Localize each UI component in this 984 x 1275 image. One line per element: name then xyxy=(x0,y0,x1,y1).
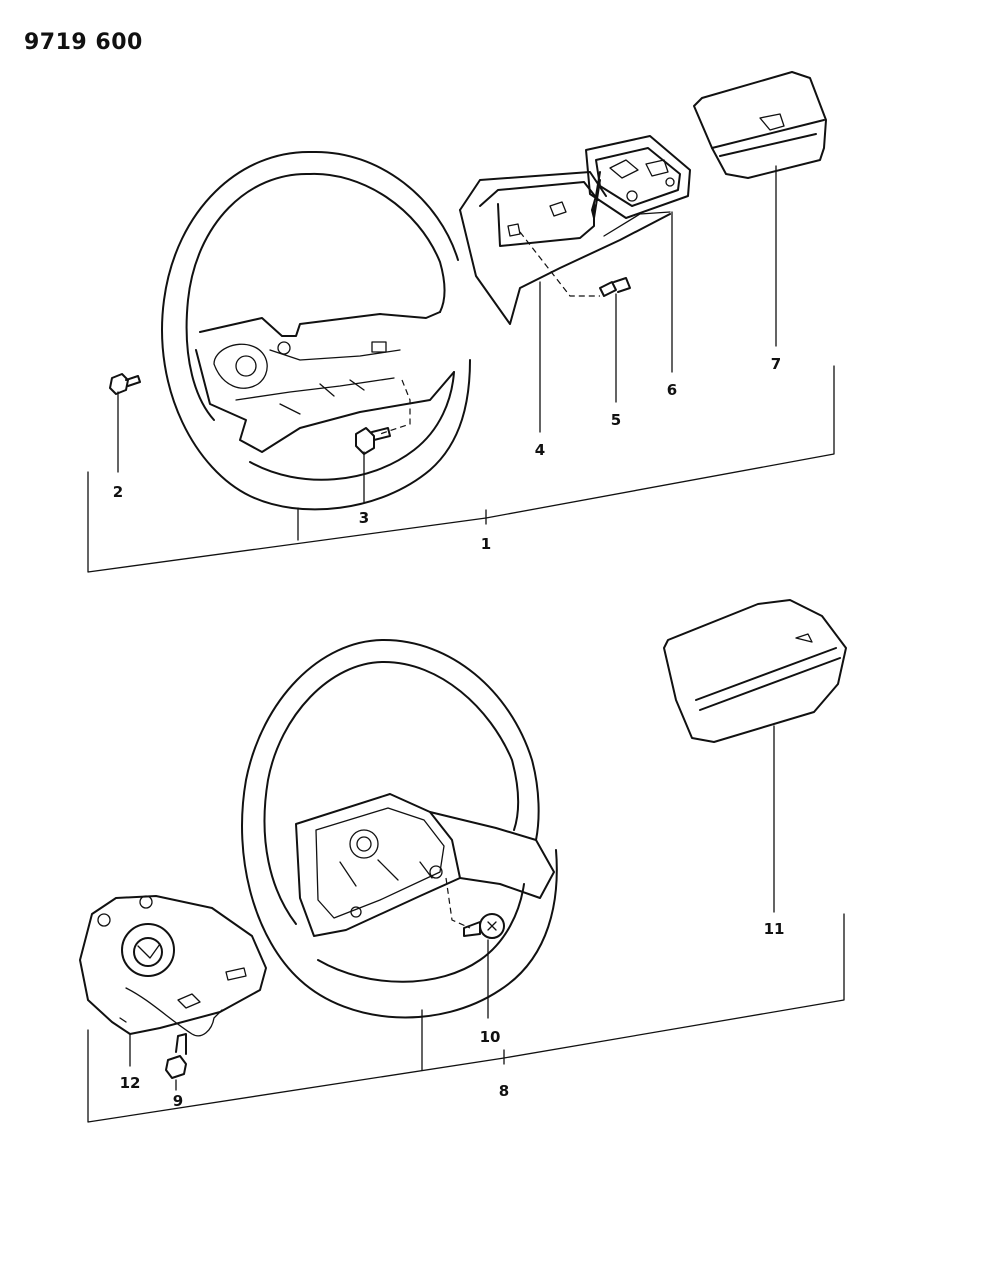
callout-10: 10 xyxy=(480,1028,501,1046)
horn-pad-7 xyxy=(693,71,827,179)
callout-6: 6 xyxy=(667,381,677,399)
leaders-upper xyxy=(87,165,835,573)
callout-1: 1 xyxy=(481,535,491,553)
bolt-10-icon xyxy=(463,913,505,939)
diagram-part-number: 9719 600 xyxy=(24,30,143,55)
callout-2: 2 xyxy=(113,483,123,501)
callout-labels: 1 2 3 4 5 6 7 8 9 10 11 12 xyxy=(113,355,785,1110)
leaders-lower xyxy=(87,725,845,1123)
steering-wheel-lower xyxy=(241,639,558,1019)
clock-spring-12 xyxy=(79,895,267,1037)
horn-pad-cover-4 xyxy=(459,171,671,325)
horn-pad-11 xyxy=(663,599,847,743)
callout-9: 9 xyxy=(173,1092,183,1110)
bolt-3-icon xyxy=(355,427,391,455)
screw-5-icon xyxy=(599,277,631,297)
horn-contact-plate-6 xyxy=(585,135,691,219)
callout-4: 4 xyxy=(535,441,545,459)
callout-12: 12 xyxy=(120,1074,141,1092)
callout-3: 3 xyxy=(359,509,369,527)
steering-wheel-upper xyxy=(161,150,471,511)
callout-5: 5 xyxy=(611,411,621,429)
callout-11: 11 xyxy=(764,920,785,938)
screw-2-icon xyxy=(109,373,141,395)
callout-8: 8 xyxy=(499,1082,509,1100)
callout-7: 7 xyxy=(771,355,781,373)
screw-9-icon xyxy=(165,1033,187,1079)
